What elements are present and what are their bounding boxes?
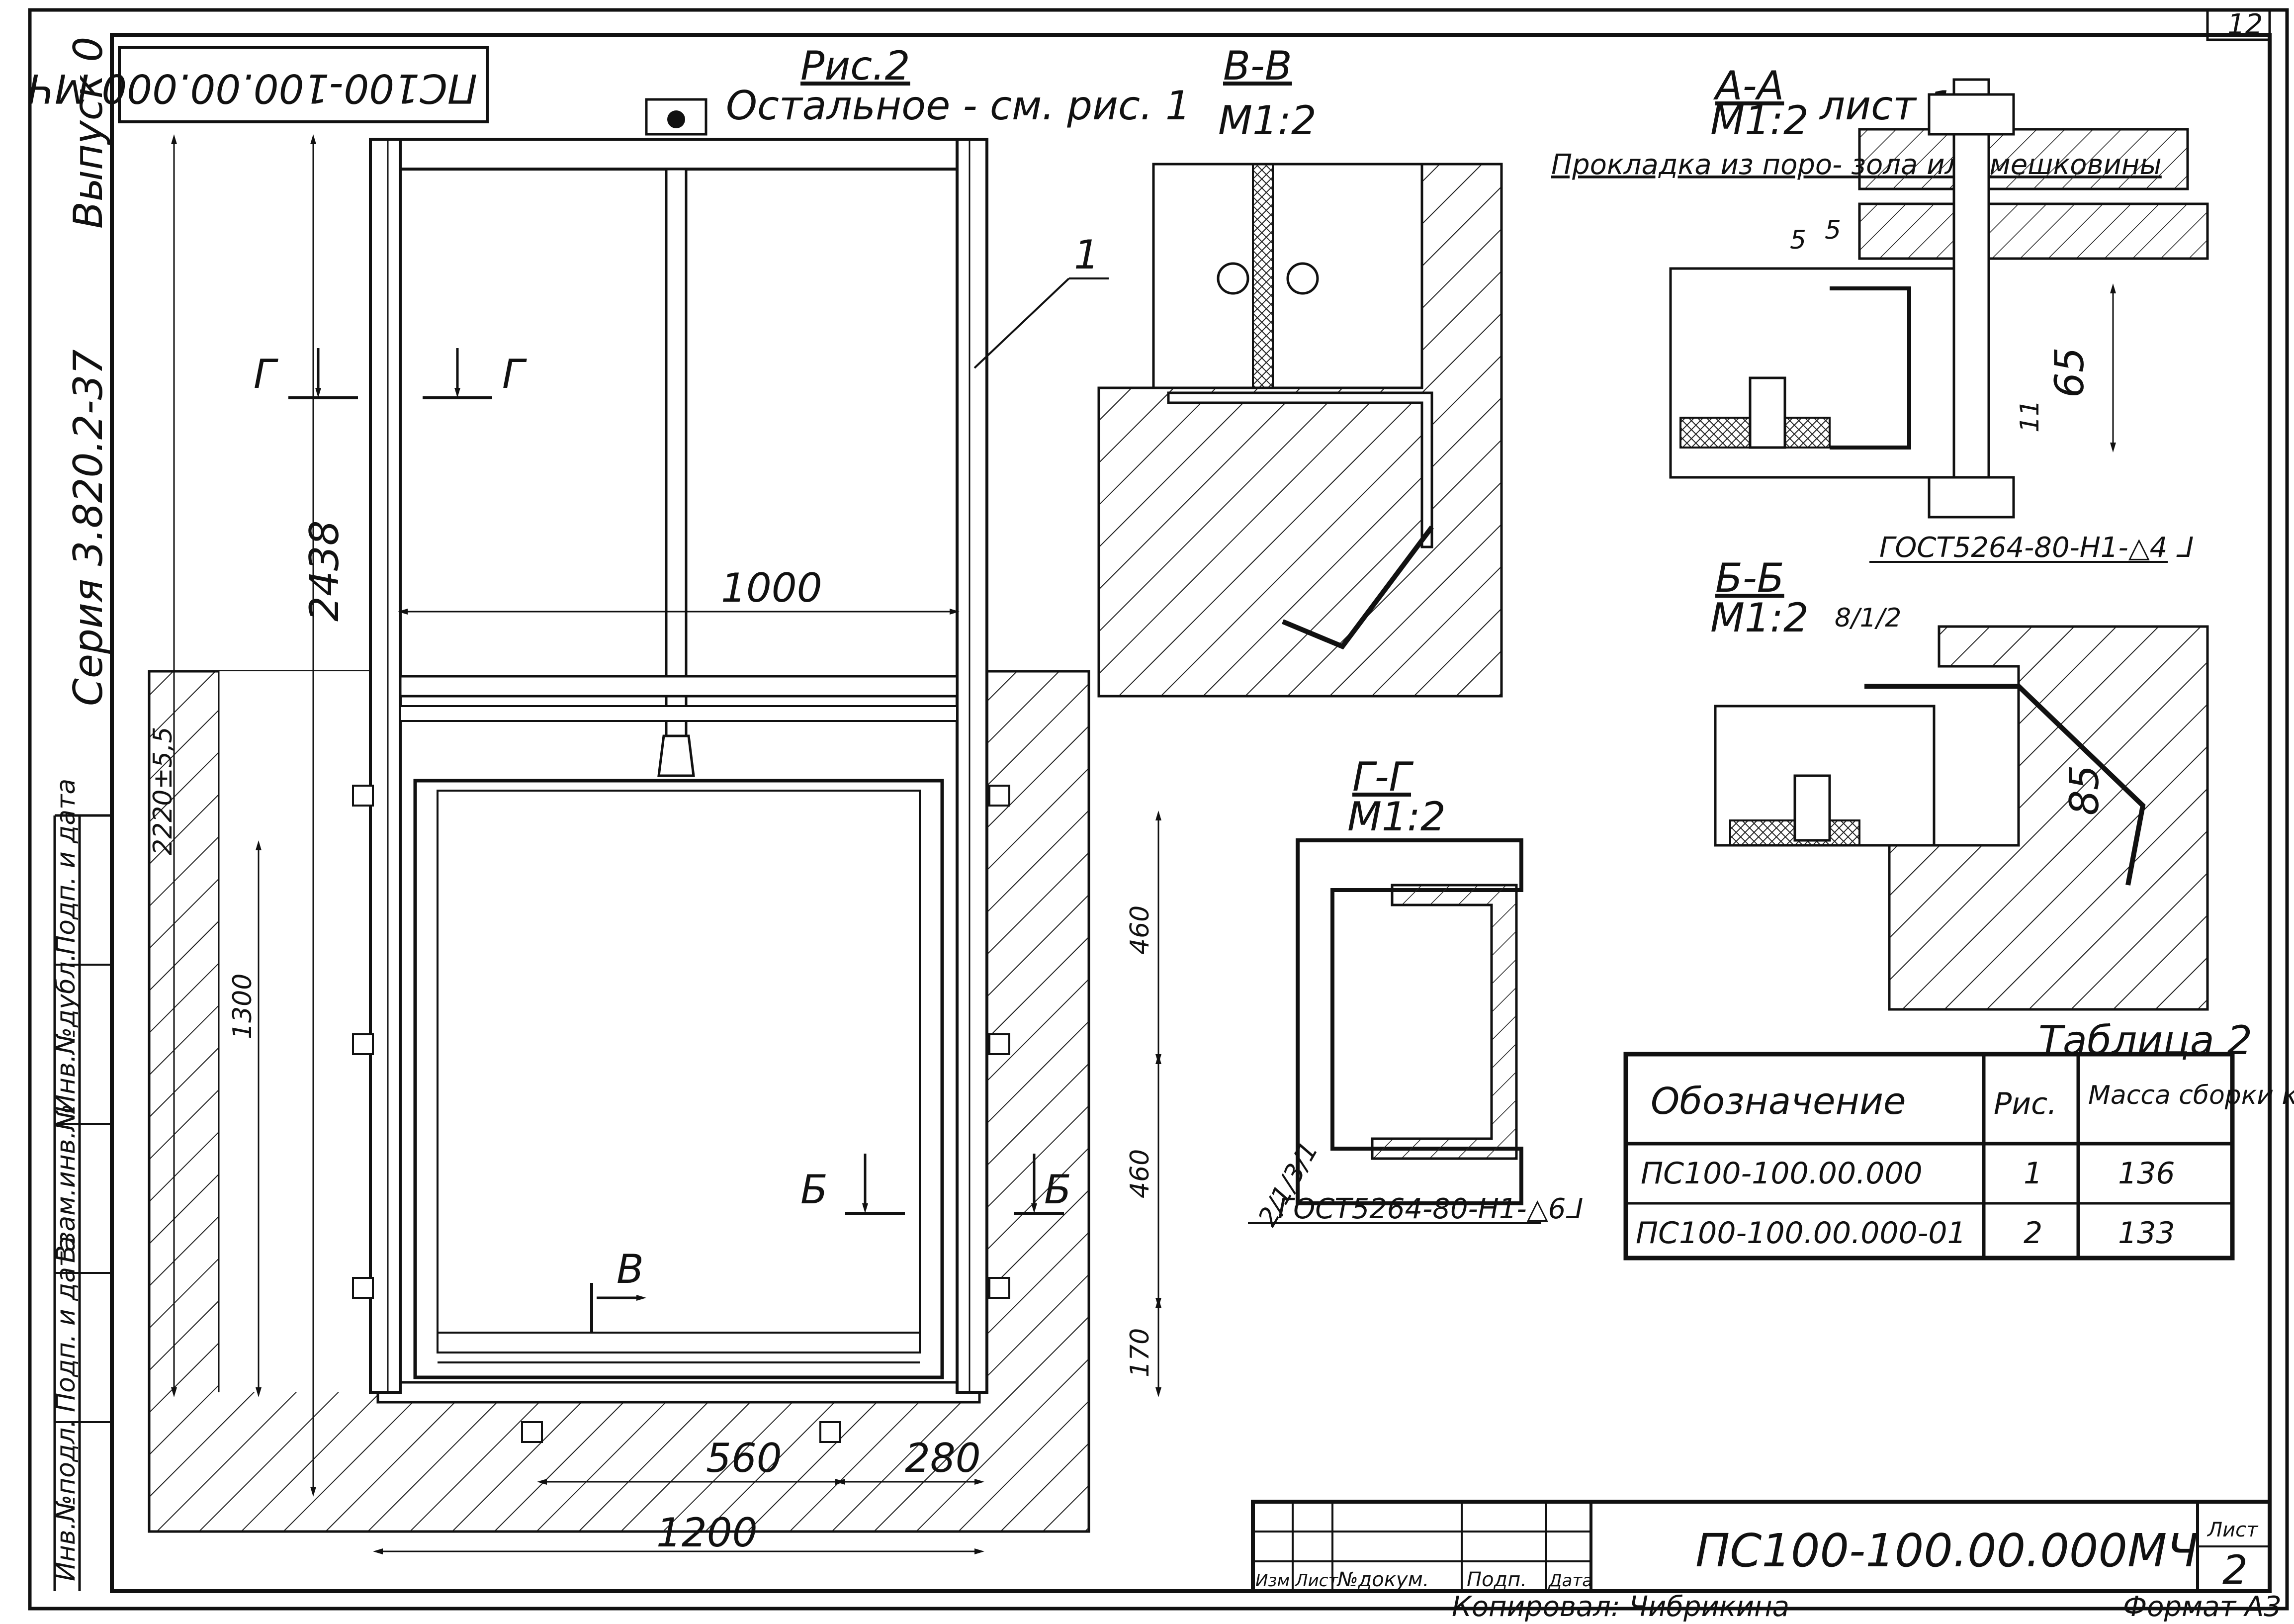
section-vv-title: В-В bbox=[1223, 43, 1292, 89]
sheet-label: Лист bbox=[2206, 1519, 2259, 1541]
fig2-subtitle: Остальное - см. рис. 1 bbox=[726, 83, 1191, 129]
top-beam bbox=[369, 138, 988, 171]
left-guide bbox=[369, 138, 402, 1394]
format: Формат А3 bbox=[2123, 1591, 2282, 1622]
dim-460b: 460 bbox=[1125, 1149, 1155, 1198]
dim-2438: 2438 bbox=[301, 520, 348, 622]
side-strip: Инв.№подл. Подп. и дата Взам.инв.№ Инв.№… bbox=[51, 37, 112, 1591]
section-bb: Б-Б М1:2 8/1/2 85 bbox=[1710, 555, 2209, 1011]
dim-2220: 2220±5,5 bbox=[148, 726, 178, 855]
section-mark-b-left: Б bbox=[800, 1154, 905, 1215]
bb-callout: 8/1/2 bbox=[1835, 603, 1901, 633]
section-mark-v: В bbox=[590, 1246, 646, 1333]
side-label-4: Подп. и дата bbox=[51, 779, 81, 955]
aa-dim-5a: 5 bbox=[1825, 215, 1841, 245]
aa-dim-65: 65 bbox=[2046, 347, 2093, 398]
bb-dim-85: 85 bbox=[2061, 765, 2108, 815]
side-label-2: Взам.инв.№ bbox=[51, 1104, 81, 1263]
dim-460a: 460 bbox=[1125, 905, 1155, 955]
stem bbox=[665, 168, 688, 737]
designation-box: ПС100-100.00.000 МЧ bbox=[27, 46, 489, 123]
svg-text:В: В bbox=[617, 1246, 644, 1292]
dim-1200: 1200 bbox=[656, 1510, 758, 1556]
table-2: Таблица 2 Обозначение Рис. Масса сборки … bbox=[1623, 1017, 2294, 1261]
right-guide bbox=[956, 138, 988, 1394]
table-cell-0-2: 136 bbox=[2118, 1156, 2175, 1191]
table-header-0: Обозначение bbox=[1651, 1080, 1906, 1123]
svg-text:Г: Г bbox=[254, 351, 278, 397]
svg-text:Г: Г bbox=[502, 351, 527, 397]
table-cell-0-0: ПС100-100.00.000 bbox=[1641, 1156, 1923, 1191]
side-label-1: Подп. и дата bbox=[51, 1236, 81, 1412]
stamp-col-0: Изм bbox=[1255, 1571, 1290, 1591]
table-header-1: Рис. bbox=[1994, 1086, 2057, 1121]
section-vv-scale: М1:2 bbox=[1218, 97, 1317, 144]
fig2-title: Рис.2 bbox=[800, 43, 910, 89]
stamp-title: ПС100-100.00.000МЧ bbox=[1695, 1524, 2198, 1577]
dim-1000: 1000 bbox=[721, 565, 822, 611]
table-caption: Таблица 2 bbox=[2038, 1017, 2252, 1064]
section-gg-scale: М1:2 bbox=[1347, 794, 1446, 840]
section-mark-g-right: Г bbox=[423, 348, 527, 399]
aa-dim-11: 11 bbox=[2015, 400, 2045, 433]
stamp-col-4: Дата bbox=[1548, 1571, 1592, 1591]
dim-560: 560 bbox=[706, 1435, 782, 1481]
stamp-col-1: Лист bbox=[1294, 1571, 1338, 1591]
side-label-0: Инв.№подл. bbox=[51, 1419, 81, 1581]
title-block: Изм Лист №докум. Подп. Дата ПС100-100.00… bbox=[1251, 1500, 2282, 1623]
table-cell-1-2: 133 bbox=[2118, 1216, 2175, 1251]
section-mark-b-right: Б bbox=[1014, 1154, 1071, 1215]
section-vv: В-В М1:2 bbox=[1097, 43, 1503, 698]
dim-280: 280 bbox=[905, 1435, 981, 1481]
copied-by: Копировал: Чибрикина bbox=[1452, 1591, 1789, 1622]
series-vertical: Серия 3.820.2-37 bbox=[65, 349, 111, 706]
svg-text:Б: Б bbox=[1044, 1167, 1071, 1213]
dim-1300: 1300 bbox=[228, 974, 258, 1039]
table-cell-0-1: 1 bbox=[2024, 1156, 2042, 1191]
table-cell-1-0: ПС100-100.00.000-01 bbox=[1636, 1216, 1966, 1251]
aa-dim-5b: 5 bbox=[1790, 225, 1806, 255]
leader-1: 1 bbox=[1074, 232, 1099, 278]
issue-vertical: Выпуск 0 bbox=[65, 37, 111, 229]
section-gg: Г-Г М1:2 2/1/3/1 ГОСТ5264-80-Н1-△6⅃ bbox=[1248, 754, 1583, 1232]
section-gg-title: Г-Г bbox=[1352, 754, 1413, 800]
sheet-no: 2 bbox=[2222, 1547, 2248, 1593]
figure-2: Рис.2 Остальное - см. рис. 1 bbox=[148, 43, 1191, 1556]
sheet-frame bbox=[28, 8, 2289, 1611]
section-bb-title: Б-Б bbox=[1715, 555, 1784, 601]
dim-170: 170 bbox=[1125, 1328, 1155, 1377]
gate-leaf bbox=[413, 779, 944, 1379]
section-mark-g-left: Г bbox=[254, 348, 358, 399]
table-cell-1-1: 2 bbox=[2024, 1216, 2042, 1251]
section-aa: А-А М1:2 лист 1 Прокладка из поро- зола … bbox=[1551, 63, 2209, 564]
svg-text:Б: Б bbox=[800, 1167, 828, 1213]
table-header-2: Масса сборки кг bbox=[2088, 1081, 2294, 1110]
page-number-box: 12 bbox=[2206, 8, 2271, 41]
side-label-3: Инв.№дубл. bbox=[51, 953, 81, 1114]
section-aa-scale: М1:2 bbox=[1710, 97, 1809, 144]
section-bb-scale: М1:2 bbox=[1710, 595, 1809, 641]
gg-weld-note: ГОСТ5264-80-Н1-△6⅃ bbox=[1278, 1193, 1583, 1225]
section-aa-title: А-А bbox=[1713, 63, 1784, 109]
page-number: 12 bbox=[2227, 8, 2263, 41]
aa-weld-note: ГОСТ5264-80-Н1-△4 ⅃ bbox=[1879, 532, 2193, 564]
stamp-col-2: №докум. bbox=[1336, 1568, 1429, 1591]
drawing-frame bbox=[110, 33, 2272, 1593]
designation-upside-down: ПС100-100.00.000 МЧ bbox=[27, 65, 477, 111]
stamp-col-3: Подп. bbox=[1467, 1568, 1527, 1591]
